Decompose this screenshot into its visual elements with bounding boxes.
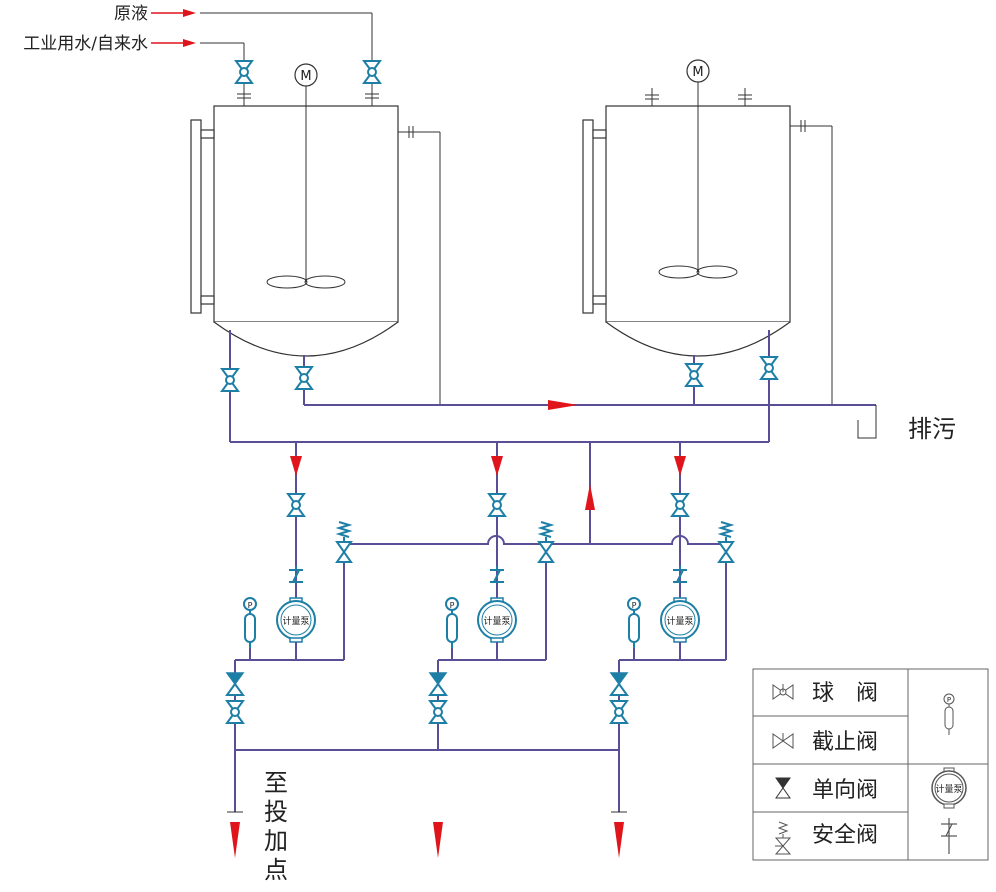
relief-return-pipe [344, 535, 724, 545]
pressure-gauge-symbol: P [450, 601, 455, 610]
legend-safety-valve-icon [774, 821, 792, 855]
legend-gauge-icon: P [943, 693, 955, 735]
legend-ball-valve-label: 球 阀 [812, 681, 878, 706]
suction-flow-arrow [491, 456, 503, 476]
motor-icon [686, 59, 710, 83]
tank2-drain-ball-valve [685, 363, 703, 387]
dosing-arrow [433, 822, 443, 858]
safety-valve [336, 521, 352, 563]
suction-ball-valve [287, 493, 305, 517]
pressure-gauge-symbol: P [248, 601, 253, 610]
suction-flow-arrow [290, 456, 302, 476]
tank2-outlet-ball-valve [760, 356, 778, 380]
metering-pump-label: 计量泵 [483, 615, 510, 627]
discharge-check-valve [226, 672, 244, 696]
inlet-ball-valve [235, 60, 253, 84]
discharge-check-valve [429, 672, 447, 696]
motor-icon [294, 63, 318, 87]
discharge-ball-valve [226, 700, 244, 724]
metering-pump-label: 计量泵 [282, 615, 309, 627]
motor-label: M [300, 69, 311, 84]
drain-flow-arrow [548, 400, 578, 410]
legend-ball-valve-icon [772, 684, 794, 700]
legend-check-valve-label: 单向阀 [812, 778, 878, 803]
legend-pump-label: 计量泵 [935, 783, 962, 795]
metering-pump-label: 计量泵 [666, 615, 693, 627]
suction-flow-arrow [674, 456, 686, 476]
inlet-label-raw-liquid: 原液 [114, 4, 148, 24]
legend-gauge-symbol: P [947, 696, 951, 704]
suction-ball-valve [671, 493, 689, 517]
pressure-gauge-symbol: P [632, 601, 637, 610]
legend-globe-valve-alt-icon [941, 818, 957, 854]
dosing-arrow [614, 822, 624, 858]
inlet-arrowhead-raw-liquid [183, 9, 196, 17]
legend-check-valve-icon [775, 777, 791, 799]
motor-label: M [692, 65, 703, 80]
dosing-label: 至 投 加 点 [264, 769, 296, 884]
pump-trains: 计量泵 P 计量泵 P 计量泵 P [226, 442, 734, 750]
tank1-outlet-ball-valve [221, 368, 239, 392]
tank1-drain-ball-valve [295, 366, 313, 390]
legend-globe-valve-icon [772, 733, 794, 749]
suction-ball-valve [488, 493, 506, 517]
safety-valve [538, 521, 554, 563]
legend-pump-icon: 计量泵 [931, 767, 967, 809]
inlet-ball-valve [363, 60, 381, 84]
dosing-arrow [230, 822, 240, 858]
discharge-check-valve [610, 672, 628, 696]
drain-label: 排污 [908, 415, 956, 443]
tank-2: M [582, 59, 833, 405]
legend-safety-valve-label: 安全阀 [812, 823, 878, 848]
safety-valve [718, 521, 734, 563]
drain-funnel [857, 420, 877, 439]
discharge-ball-valve [610, 700, 628, 724]
legend-globe-valve-label: 截止阀 [812, 730, 878, 755]
inlet-arrowhead-water [183, 39, 196, 47]
legend: 球 阀 截止阀 单向阀 安全阀 P [752, 668, 989, 861]
tank-1: M [190, 60, 441, 405]
return-flow-arrow [585, 484, 595, 510]
discharge-ball-valve [429, 700, 447, 724]
inlet-label-water: 工业用水/自来水 [23, 34, 148, 54]
